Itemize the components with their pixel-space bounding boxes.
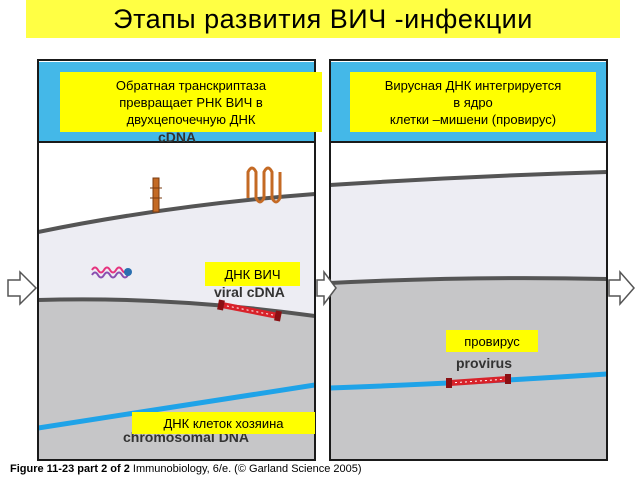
panel-border-left xyxy=(37,59,316,461)
cytoplasm-region xyxy=(330,172,607,283)
nuclear-envelope xyxy=(330,276,607,285)
callout-line: клетки –мишени (провирус) xyxy=(389,111,557,127)
callout-line: Обратная транскриптаза xyxy=(115,77,267,93)
caption-source: Immunobiology, 6/e. (© Garland Science 2… xyxy=(132,463,362,475)
label-viral-cdna: viral cDNA xyxy=(214,284,285,300)
caption-figure-number: Figure 11-23 part 2 of 2 xyxy=(10,463,130,475)
callout-text: провирус xyxy=(464,333,520,349)
callout-line: двухцепочечную ДНК xyxy=(126,111,256,127)
title-bar: Этапы развития ВИЧ -инфекции xyxy=(26,0,620,38)
slide-title: Этапы развития ВИЧ -инфекции xyxy=(113,3,533,34)
callout-host-dna: ДНК клеток хозяина xyxy=(132,412,315,434)
arrow-into-left-panel xyxy=(7,270,38,306)
plasma-membrane xyxy=(330,170,607,187)
plasma-membrane xyxy=(38,192,315,234)
chromosomal-dna-strand xyxy=(38,382,315,431)
panel-border-right xyxy=(329,59,608,461)
viral-rna-squiggle xyxy=(91,266,132,279)
callout-line: превращает РНК ВИЧ в xyxy=(119,94,263,110)
callout-reverse-transcriptase: Обратная транскриптаза превращает РНК ВИ… xyxy=(60,72,322,132)
integrated-provirus xyxy=(446,374,511,388)
callout-integration: Вирусная ДНК интегрируется в ядро клетки… xyxy=(350,72,596,132)
arrow-between-panels xyxy=(316,269,337,307)
figure-caption: Figure 11-23 part 2 of 2 Immunobiology, … xyxy=(10,463,630,475)
callout-text: ДНК ВИЧ xyxy=(224,266,281,282)
callout-text: ДНК клеток хозяина xyxy=(163,415,284,431)
label-provirus: provirus xyxy=(456,355,512,371)
callout-line: в ядро xyxy=(453,94,493,110)
arrow-out-right-panel xyxy=(608,270,635,306)
membrane-protein-small xyxy=(150,177,162,213)
membrane-receptor-coils xyxy=(246,166,282,204)
viral-cdna-rod xyxy=(217,299,282,322)
callout-hiv-dna: ДНК ВИЧ xyxy=(205,262,300,286)
callout-line: Вирусная ДНК интегрируется xyxy=(384,77,562,93)
label-cdna-partial: cDNA xyxy=(158,129,196,145)
callout-provirus: провирус xyxy=(446,330,538,352)
nucleus-region xyxy=(330,278,607,460)
